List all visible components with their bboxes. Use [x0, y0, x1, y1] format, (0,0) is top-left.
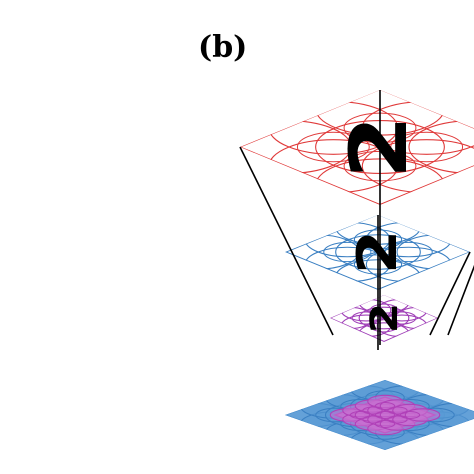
base-inner-subcell: [374, 411, 396, 419]
panel-label: (b): [198, 30, 248, 65]
top-layer-subcell: [390, 131, 464, 163]
base-inner-subcell: [362, 406, 383, 415]
base-inner-subcell: [399, 411, 421, 419]
base-inner-subcell: [387, 406, 408, 415]
base-inner-subcell: [362, 415, 383, 424]
base-inner-cell: [404, 408, 441, 422]
base-inner: [329, 394, 441, 436]
top-layer-cell: [240, 120, 352, 174]
middle-layer-subcell: [323, 241, 372, 263]
base-inner-subcell: [387, 415, 408, 424]
base-inner-subcell: [374, 402, 396, 410]
base-inner-subcell: [374, 420, 396, 428]
base-inner-subcell: [349, 411, 371, 419]
bottom-layer-subcell: [369, 319, 399, 333]
top-layer-subcell: [296, 131, 370, 163]
connector-line: [429, 251, 471, 336]
connector-line: [447, 264, 474, 336]
middle-layer-subcell: [384, 241, 433, 263]
bottom-layer-cell: [358, 306, 410, 330]
connector-line: [239, 146, 334, 336]
bottom-layer-subcell: [387, 311, 417, 325]
bottom-layer-digit: 2: [362, 303, 406, 334]
bottom-layer-subcell: [369, 303, 399, 317]
